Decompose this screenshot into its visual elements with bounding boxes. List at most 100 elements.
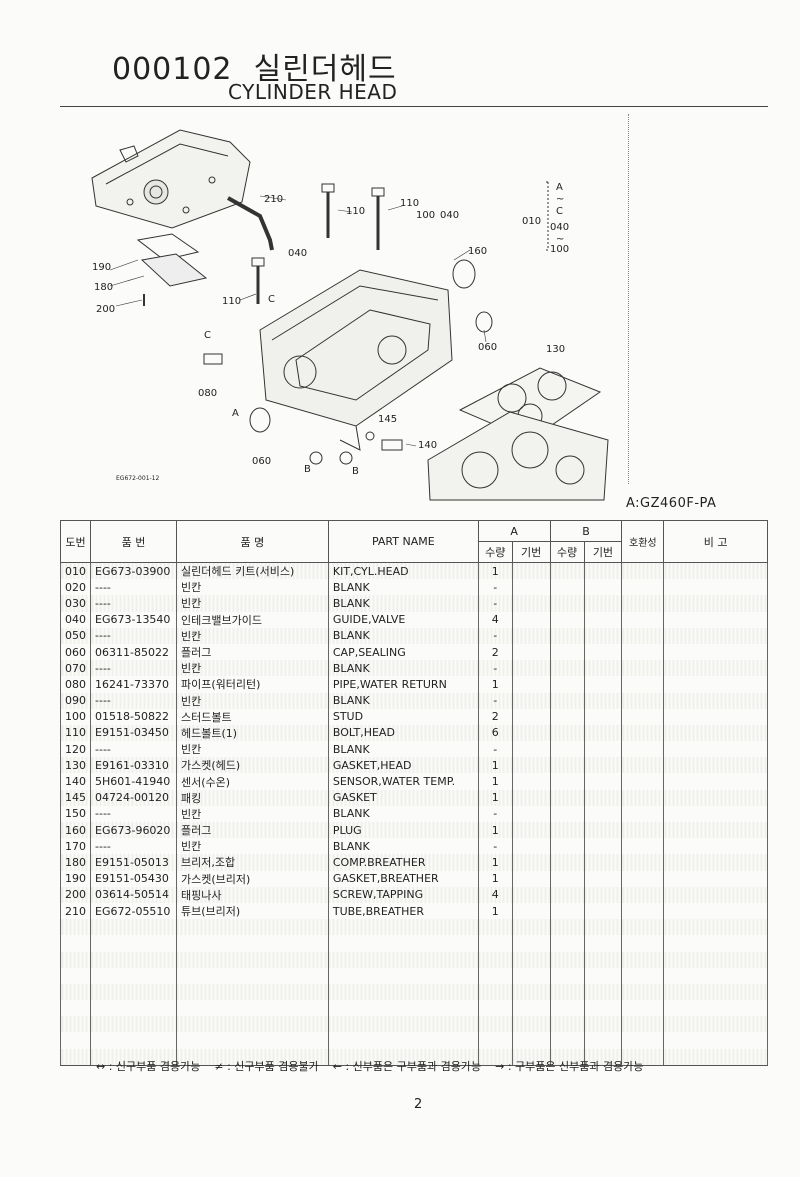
row-empty-cell: [621, 595, 665, 612]
callout-060-b: 060: [252, 456, 271, 467]
row-name-ko: 파이프(워터리턴): [175, 676, 329, 693]
callout-060-a: 060: [478, 342, 497, 353]
row-part-no: E9151-05430: [90, 870, 177, 887]
row-empty-cell: [663, 822, 768, 839]
row-empty-cell: [549, 692, 585, 709]
row-a-qty: 2: [477, 708, 513, 725]
row-empty-cell: [583, 854, 623, 871]
row-empty-cell: [511, 724, 551, 742]
row-no: 030: [60, 595, 91, 612]
row-empty-cell: [549, 789, 585, 806]
row-empty-cell: [621, 708, 665, 725]
legend-item: ↔ : 신구부품 겸용가능: [96, 1060, 201, 1073]
row-name-ko: 플러그: [175, 822, 329, 839]
row-a-qty: -: [477, 692, 513, 709]
row-no: 080: [60, 676, 91, 693]
row-empty-cell: [621, 773, 665, 790]
row-empty-cell: [583, 611, 623, 628]
row-a-qty: -: [477, 627, 513, 644]
callout-190: 190: [92, 262, 111, 273]
row-part-no: EG673-03900: [90, 562, 177, 580]
row-a-qty: 1: [477, 757, 513, 774]
row-name-ko: 튜브(브리저): [175, 902, 329, 920]
row-part-name: SENSOR,WATER TEMP.: [327, 773, 479, 790]
head-bolts: [251, 183, 385, 304]
row-empty-cell: [511, 854, 551, 871]
row-empty-cell: [583, 708, 623, 725]
row-a-qty: -: [477, 838, 513, 855]
row-no: 090: [60, 692, 91, 709]
row-a-qty: 1: [477, 676, 513, 693]
table-row-empty: [60, 951, 768, 968]
row-empty-cell: [90, 1000, 177, 1017]
row-empty-cell: [663, 562, 768, 580]
row-part-no: E9161-03310: [90, 757, 177, 774]
row-empty-cell: [583, 627, 623, 644]
row-empty-cell: [549, 724, 585, 742]
row-part-no: ----: [90, 838, 177, 855]
row-empty-cell: [549, 643, 585, 661]
row-empty-cell: [511, 967, 551, 984]
row-no: 180: [60, 854, 91, 871]
table-row-empty: [60, 1000, 768, 1017]
table-row-empty: [60, 919, 768, 936]
row-empty-cell: [549, 741, 585, 758]
row-part-name: BLANK: [327, 627, 479, 644]
row-empty-cell: [663, 789, 768, 806]
row-a-qty: -: [477, 579, 513, 596]
row-empty-cell: [549, 822, 585, 839]
row-a-qty: -: [477, 805, 513, 822]
callout-200: 200: [96, 304, 115, 315]
row-empty-cell: [511, 1032, 551, 1049]
row-empty-cell: [663, 1000, 768, 1017]
row-a-qty: 1: [477, 773, 513, 790]
row-part-name: BLANK: [327, 838, 479, 855]
row-empty-cell: [583, 1048, 623, 1066]
row-empty-cell: [663, 595, 768, 612]
row-empty-cell: [583, 1016, 623, 1033]
header-rule: [60, 106, 768, 107]
row-empty-cell: [583, 805, 623, 822]
row-empty-cell: [621, 789, 665, 806]
row-empty-cell: [621, 627, 665, 644]
row-empty-cell: [663, 757, 768, 774]
row-empty-cell: [663, 838, 768, 855]
row-empty-cell: [90, 951, 177, 968]
row-empty-cell: [663, 1048, 768, 1066]
row-empty-cell: [621, 935, 665, 952]
row-a-qty: -: [477, 660, 513, 677]
row-empty-cell: [621, 724, 665, 742]
row-empty-cell: [511, 789, 551, 806]
row-empty-cell: [583, 579, 623, 596]
diagram-divider: [628, 114, 629, 484]
row-empty-cell: [663, 951, 768, 968]
row-name-ko: 가스켓(브리저): [175, 870, 329, 887]
col-a-base: 기번: [511, 541, 551, 563]
callout-130: 130: [546, 344, 565, 355]
row-a-qty: 6: [477, 724, 513, 742]
row-empty-cell: [621, 1048, 665, 1066]
row-empty-cell: [477, 935, 513, 952]
row-empty-cell: [175, 1016, 329, 1033]
row-no: 040: [60, 611, 91, 628]
col-group-b: B: [549, 520, 623, 542]
row-empty-cell: [663, 1016, 768, 1033]
water-temp-sensor: [381, 439, 403, 451]
section-code: 000102: [112, 52, 233, 87]
row-empty-cell: [549, 579, 585, 596]
row-empty-cell: [583, 902, 623, 920]
row-empty-cell: [511, 1016, 551, 1033]
row-no: 140: [60, 773, 91, 790]
row-part-name: GASKET: [327, 789, 479, 806]
row-empty-cell: [663, 886, 768, 903]
row-empty-cell: [60, 1000, 91, 1017]
col-compat: 호환성: [621, 520, 665, 563]
table-row-empty: [60, 1032, 768, 1049]
row-a-qty: 1: [477, 822, 513, 839]
row-name-ko: 빈칸: [175, 579, 329, 596]
row-empty-cell: [621, 854, 665, 871]
row-no: 210: [60, 902, 91, 920]
